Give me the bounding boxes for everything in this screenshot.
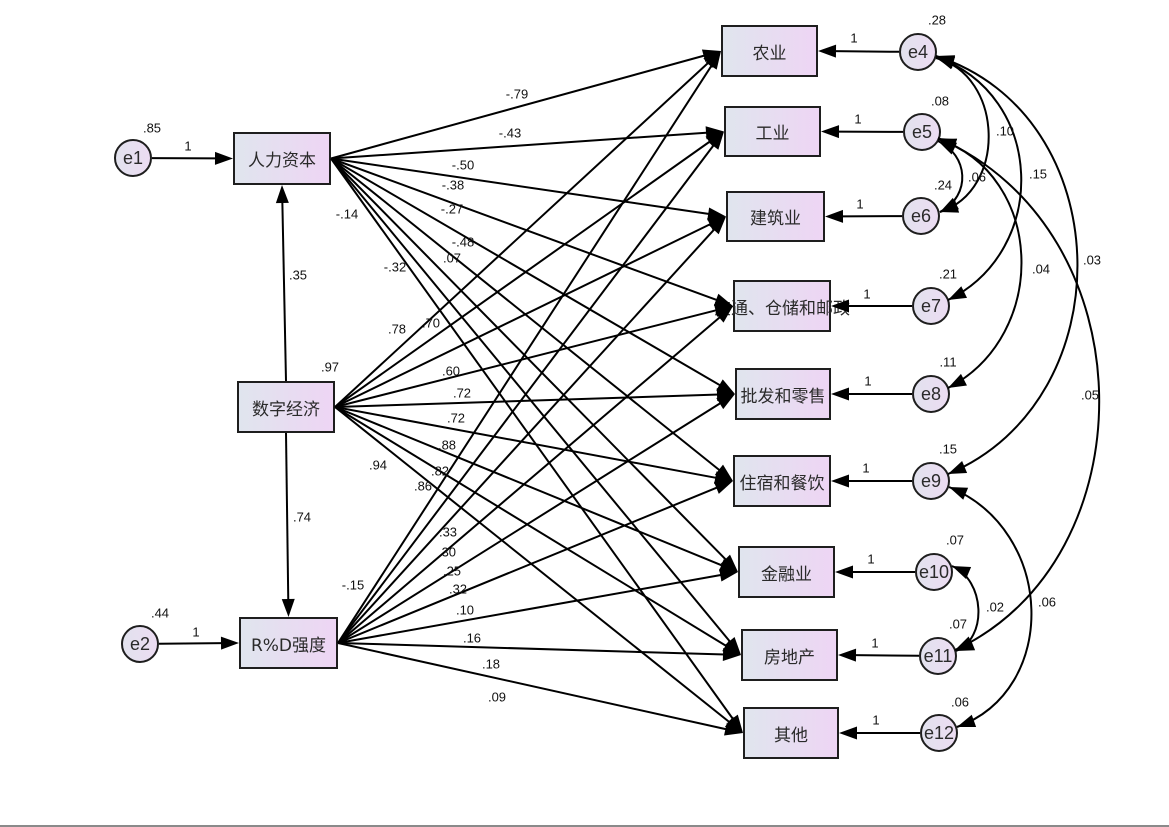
error-term-e11: e11 (919, 637, 957, 675)
node-finance: 金融业 (738, 546, 835, 598)
node-construction: 建筑业 (726, 191, 825, 242)
error-term-e10: e10 (915, 553, 953, 591)
node-real-estate: 房地产 (741, 629, 838, 681)
error-term-e9: e9 (912, 462, 950, 500)
error-term-e2: e2 (121, 625, 159, 663)
node-agriculture: 农业 (721, 25, 818, 77)
bottom-border (0, 825, 1169, 827)
node-human-capital: 人力资本 (233, 132, 331, 185)
node-other: 其他 (743, 707, 839, 759)
error-term-e5: e5 (903, 113, 941, 151)
node-transport-storage-post: 交通、仓储和邮政 (714, 280, 850, 332)
error-term-e4: e4 (899, 33, 937, 71)
error-term-e12: e12 (920, 714, 958, 752)
node-accommodation-catering: 住宿和餐饮 (733, 455, 831, 507)
error-term-e1: e1 (114, 139, 152, 177)
node-wholesale-retail: 批发和零售 (735, 368, 831, 420)
node-digital-economy: 数字经济 (237, 381, 335, 433)
error-term-e8: e8 (912, 375, 950, 413)
error-term-e7: e7 (912, 287, 950, 325)
node-rd-intensity: R%D强度 (239, 617, 338, 669)
node-industry: 工业 (724, 106, 821, 157)
error-term-e6: e6 (902, 197, 940, 235)
